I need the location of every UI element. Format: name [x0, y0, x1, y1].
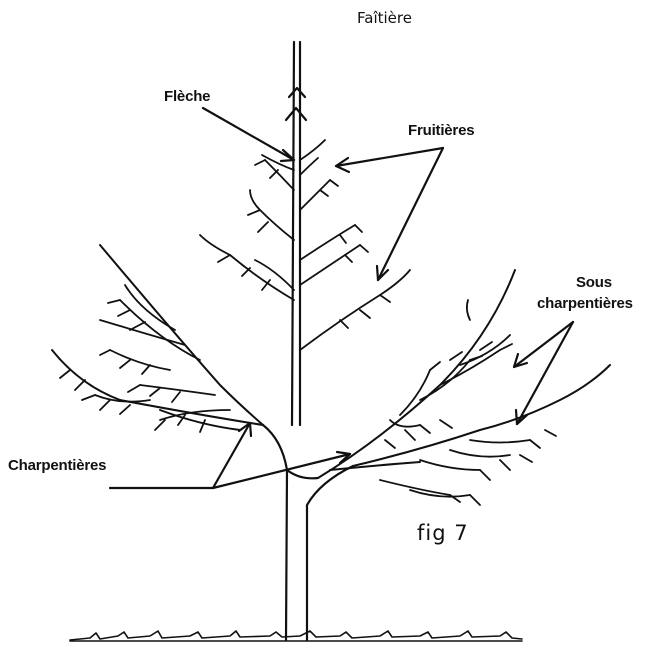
left-sub-branches	[60, 285, 230, 432]
leader-branch	[286, 42, 306, 425]
ground-grass	[70, 631, 522, 641]
faitiere-label: Faîtière	[357, 10, 412, 27]
figure-number-label: fig 7	[417, 522, 469, 545]
charpentieres-label: Charpentières	[8, 458, 106, 475]
fruitieres-label: Fruitières	[408, 123, 474, 140]
sous-charpentieres-label-line2: charpentières	[537, 296, 633, 313]
upper-fruiting-branches	[200, 140, 410, 350]
fleche-label: Flèche	[164, 89, 210, 106]
sous-charpentieres-label-line1: Sous	[576, 275, 612, 292]
